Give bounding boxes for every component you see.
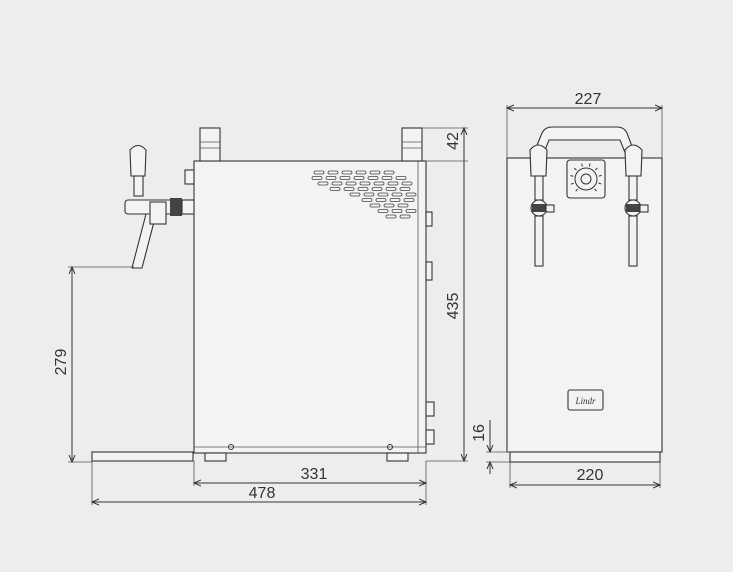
dim-body-height: 435 bbox=[445, 293, 462, 320]
drip-tray-side bbox=[91, 451, 194, 462]
thermostat-panel bbox=[566, 159, 606, 199]
vent-slot bbox=[327, 170, 339, 175]
vent-slot bbox=[359, 181, 371, 186]
dim-front-top-width: 227 bbox=[575, 91, 602, 108]
vent-slot bbox=[377, 209, 389, 213]
vent-slot bbox=[399, 214, 411, 219]
vent-slot bbox=[387, 181, 399, 186]
vent-slot bbox=[383, 203, 395, 208]
dial-tick bbox=[581, 163, 583, 167]
vent-slot bbox=[397, 203, 409, 208]
beer-tap-left[interactable] bbox=[529, 144, 555, 267]
thermostat-scale bbox=[570, 163, 602, 192]
beer-tap-side bbox=[124, 144, 195, 269]
dim-base-thickness: 16 bbox=[471, 424, 488, 442]
vent-slot bbox=[383, 170, 395, 175]
vent-slot bbox=[377, 192, 389, 197]
vent-slot bbox=[385, 187, 397, 191]
vent-slot bbox=[381, 176, 393, 180]
vent-slot bbox=[395, 176, 407, 180]
rear-connector bbox=[425, 211, 433, 227]
dial-tick bbox=[598, 174, 602, 177]
vent-slot bbox=[369, 203, 381, 208]
vent-slot bbox=[313, 170, 325, 175]
vent-slot bbox=[371, 187, 383, 191]
vent-slot bbox=[391, 209, 403, 213]
vent-slot bbox=[317, 181, 329, 186]
screw-icon bbox=[228, 444, 234, 450]
vent-slot bbox=[405, 192, 417, 197]
dimensions: 331 478 279 435 42 227 220 16 bbox=[53, 91, 662, 505]
power-inlet bbox=[425, 401, 435, 417]
dim-side-width: 331 bbox=[301, 466, 328, 483]
dial-tick bbox=[588, 163, 591, 167]
vent-slot bbox=[373, 181, 385, 186]
dial-tick bbox=[575, 188, 579, 192]
vent-slot bbox=[405, 209, 417, 213]
dial-tick bbox=[598, 182, 602, 185]
side-port bbox=[184, 169, 195, 185]
vent-slot bbox=[329, 187, 341, 191]
vent-slot bbox=[403, 198, 415, 202]
power-switch bbox=[425, 429, 435, 445]
vent-slot bbox=[349, 192, 361, 197]
vent-slot bbox=[331, 181, 343, 186]
vent-slot bbox=[389, 198, 401, 202]
side-view bbox=[91, 127, 435, 462]
vent-slot bbox=[391, 192, 403, 197]
dim-overall-depth: 478 bbox=[249, 485, 276, 502]
cooler-body-side bbox=[193, 160, 427, 454]
vent-slot bbox=[345, 181, 357, 186]
foot-right bbox=[386, 452, 409, 462]
vent-slot bbox=[367, 176, 379, 180]
dial-tick bbox=[570, 175, 574, 177]
foot-left bbox=[204, 452, 227, 462]
vent-slot bbox=[343, 187, 355, 191]
vent-slot bbox=[399, 187, 411, 191]
dim-front-base-width: 220 bbox=[577, 467, 604, 484]
handle-post-left bbox=[199, 127, 221, 162]
dial-tick bbox=[573, 167, 577, 171]
brand-logo bbox=[567, 389, 604, 411]
vent-slot bbox=[325, 176, 337, 180]
vent-slot bbox=[355, 170, 367, 175]
vent-slot bbox=[339, 176, 351, 180]
dial-tick bbox=[595, 167, 598, 171]
vent-slot bbox=[357, 187, 369, 191]
dial-tick bbox=[594, 188, 597, 192]
logo-text: Lindr bbox=[574, 396, 596, 406]
vent-slot bbox=[401, 181, 413, 186]
vent-slot bbox=[311, 176, 323, 180]
beer-tap-right[interactable] bbox=[624, 144, 649, 267]
screw-icon bbox=[387, 444, 393, 450]
vent-slot bbox=[375, 198, 387, 202]
dim-tap-height: 279 bbox=[53, 349, 70, 376]
front-view: Lindr bbox=[506, 126, 663, 463]
vent-slot bbox=[369, 170, 381, 175]
dial-tick bbox=[570, 182, 574, 185]
vent-slot bbox=[385, 214, 397, 219]
dim-handle-height: 42 bbox=[445, 132, 462, 150]
vent-slot bbox=[363, 192, 375, 197]
handle-post-right bbox=[401, 127, 423, 162]
vent-slot bbox=[361, 198, 373, 202]
thermostat-knob-icon[interactable] bbox=[574, 167, 598, 191]
rear-connector bbox=[425, 261, 433, 281]
drip-tray-front bbox=[509, 451, 661, 463]
ventilation-grille bbox=[311, 170, 417, 219]
vent-slot bbox=[353, 176, 365, 180]
vent-slot bbox=[341, 170, 353, 175]
